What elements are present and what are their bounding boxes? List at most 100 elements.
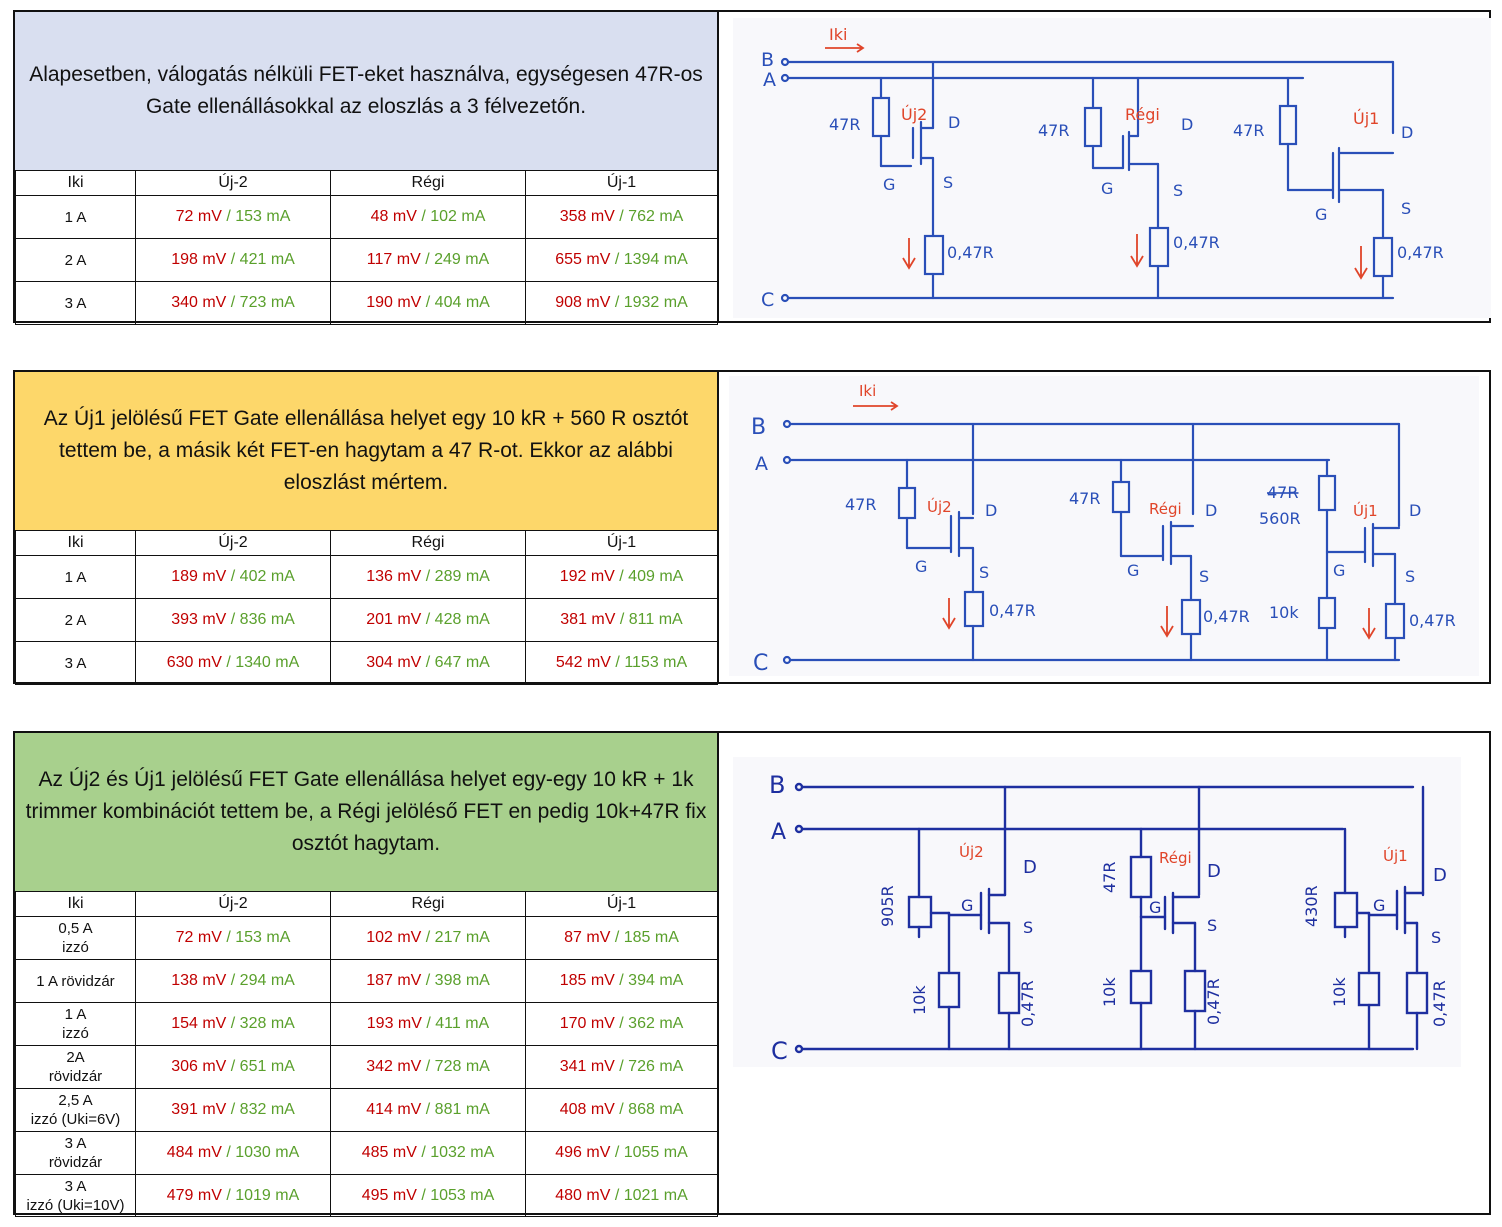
cell-uj1: 192 mV / 409 mA [525, 555, 718, 599]
current-value: / 1932 mA [614, 294, 688, 311]
source-resistor-label: 0,47R [1173, 233, 1220, 252]
header-iki: Iki [15, 170, 136, 196]
circuit-diagram: B A C 47R D G S 0,47R 47R D G S 0,47R 56… [751, 382, 1456, 676]
cell-uj2: 484 mV / 1030 mA [135, 1131, 331, 1175]
current-value: / 428 mA [425, 611, 490, 628]
row-label-line: 3 A [64, 1135, 87, 1152]
divider-resistor-label: 10k [910, 985, 929, 1015]
current-value: / 1394 mA [614, 251, 688, 268]
rail-label-a: A [755, 453, 768, 475]
gate-resistor-label: 47R [829, 115, 860, 134]
source-resistor-label: 0,47R [1018, 980, 1037, 1027]
voltage-value: 655 mV [555, 251, 611, 268]
source-label: S [1401, 199, 1411, 218]
schematic-area: B A C 905R 10k 0,47R D G S 47R 10k 0,47R… [721, 733, 1491, 1213]
cell-uj2: 393 mV / 836 mA [135, 598, 331, 642]
voltage-value: 485 mV [361, 1144, 417, 1161]
header-uj2: Új-2 [135, 170, 331, 196]
measurement-table: Iki Új-2 Régi Új-1 1 A 189 mV / 402 mA 1… [15, 530, 718, 685]
voltage-value: 408 mV [559, 1101, 615, 1118]
voltage-value: 340 mV [171, 294, 227, 311]
current-value: / 153 mA [226, 208, 291, 225]
block-title: Alapesetben, válogatás nélküli FET-eket … [15, 12, 717, 170]
current-value: / 726 mA [619, 1058, 684, 1075]
gate-label: G [1149, 898, 1161, 917]
voltage-value: 381 mV [560, 611, 616, 628]
current-value: / 1030 mA [226, 1144, 300, 1161]
gate-label: G [915, 557, 927, 576]
current-value: / 394 mA [619, 972, 684, 989]
voltage-value: 542 mV [555, 654, 611, 671]
current-value: / 1021 mA [614, 1186, 688, 1204]
cell-regi: 485 mV / 1032 mA [330, 1131, 526, 1175]
voltage-value: 72 mV [175, 929, 222, 946]
header-regi: Régi [330, 530, 526, 556]
cell-uj2: 154 mV / 328 mA [135, 1002, 331, 1046]
current-value: / 402 mA [230, 568, 295, 585]
crossed-gate-resistor-label: 47R [1267, 483, 1298, 502]
source-label: S [943, 173, 953, 192]
voltage-value: 391 mV [171, 1101, 227, 1118]
source-resistor-label: 0,47R [1430, 980, 1449, 1027]
schematic-sketch: B A C 47R D G S 0,47R 47R D G S 0,47R 56… [729, 376, 1479, 676]
cell-regi: 414 mV / 881 mA [330, 1088, 526, 1132]
rail-label-b: B [769, 771, 785, 799]
cell-uj2: 340 mV / 723 mA [135, 281, 331, 325]
cell-regi: 48 mV / 102 mA [330, 195, 526, 239]
cell-uj2: 138 mV / 294 mA [135, 959, 331, 1003]
current-value: / 362 mA [619, 1015, 684, 1032]
current-value: / 294 mA [230, 972, 295, 989]
measurement-block-3: Az Új2 és Új1 jelölésű FET Gate ellenáll… [13, 731, 1491, 1217]
table-row: 2 A 393 mV / 836 mA 201 mV / 428 mA 381 … [15, 598, 718, 642]
fet-name-label: Régi [1159, 849, 1192, 867]
header-uj2: Új-2 [135, 891, 331, 917]
fet-name-label: Új2 [927, 497, 952, 516]
block-title: Az Új1 jelölésű FET Gate ellenállása hel… [15, 372, 717, 530]
table-header-row: Iki Új-2 Régi Új-1 [15, 891, 718, 917]
gate-label: G [1373, 896, 1385, 915]
voltage-value: 358 mV [559, 208, 615, 225]
rail-label-b: B [761, 49, 774, 71]
current-value: / 1019 mA [226, 1186, 300, 1204]
fet-name-label: Új2 [901, 105, 927, 124]
row-label-line: 1 A [64, 1006, 87, 1023]
current-value: / 421 mA [230, 251, 295, 268]
divider-resistor-label: 10k [1269, 603, 1299, 622]
header-uj1: Új-1 [525, 170, 718, 196]
current-value: / 1340 mA [226, 654, 300, 671]
source-resistor-label: 0,47R [1203, 607, 1250, 626]
source-resistor-label: 0,47R [947, 243, 994, 262]
current-label: Iki [829, 25, 847, 44]
voltage-value: 117 mV [366, 251, 421, 268]
current-value: / 289 mA [425, 568, 490, 585]
current-value: / 723 mA [230, 294, 295, 311]
fet-name-label: Új2 [959, 842, 984, 861]
voltage-value: 495 mV [361, 1186, 417, 1204]
cell-uj1: 480 mV / 1021 mA [525, 1174, 718, 1217]
source-label: S [979, 563, 989, 582]
cell-uj1: 87 mV / 185 mA [525, 916, 718, 960]
cell-uj1: 496 mV / 1055 mA [525, 1131, 718, 1175]
source-label: S [1023, 918, 1033, 937]
gate-label: G [883, 175, 895, 194]
rail-label-a: A [771, 820, 786, 845]
cell-uj2: 72 mV / 153 mA [135, 195, 331, 239]
voltage-value: 154 mV [171, 1015, 227, 1032]
voltage-value: 496 mV [555, 1144, 611, 1161]
gate-resistor-label: 47R [845, 495, 876, 514]
rail-label-c: C [753, 651, 768, 676]
current-value: / 404 mA [425, 294, 490, 311]
voltage-value: 479 mV [166, 1186, 222, 1204]
header-uj1: Új-1 [525, 891, 718, 917]
voltage-value: 102 mV [366, 929, 422, 946]
block-title: Az Új2 és Új1 jelölésű FET Gate ellenáll… [15, 733, 717, 891]
cell-uj1: 381 mV / 811 mA [525, 598, 718, 642]
gate-resistor-label: 47R [1100, 862, 1119, 893]
table-row: 3 A 630 mV / 1340 mA 304 mV / 647 mA 542… [15, 641, 718, 685]
source-resistor-label: 0,47R [1204, 978, 1223, 1025]
source-label: S [1431, 928, 1441, 947]
cell-regi: 304 mV / 647 mA [330, 641, 526, 685]
